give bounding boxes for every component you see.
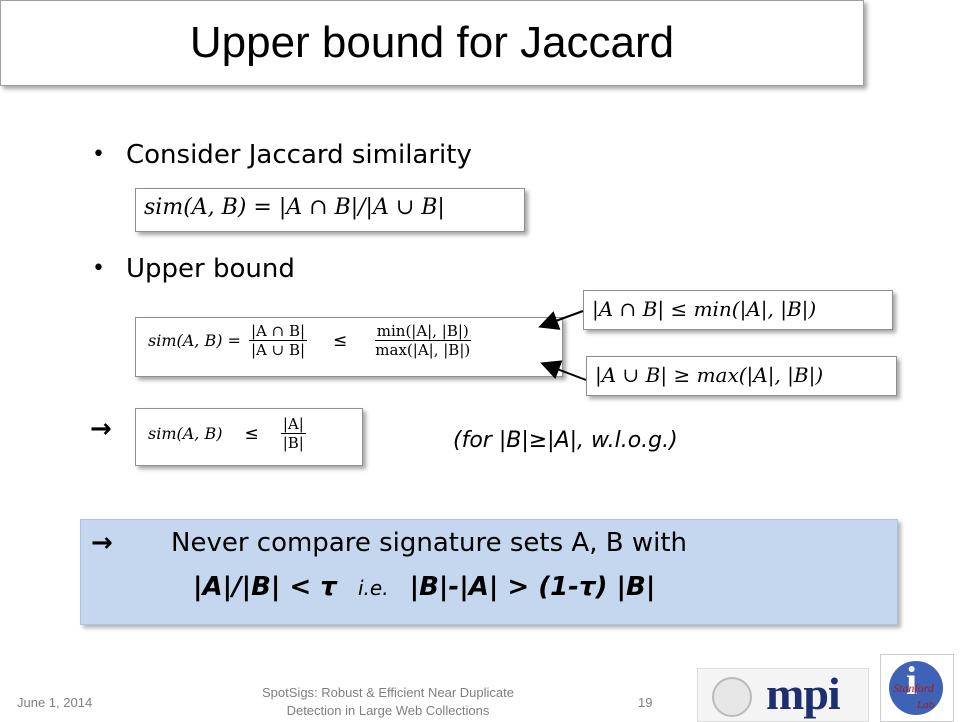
callout-difference: |B|-|A| > (1-τ) |B| [409, 572, 656, 602]
footer-caption-line-2: Detection in Large Web Collections [286, 703, 490, 718]
result-formula-box: sim(A, B) ≤ |A| |B| [135, 408, 363, 466]
bullet-consider: Consider Jaccard similarity [126, 140, 472, 170]
conclusion-callout: → Never compare signature sets A, B with… [80, 519, 898, 625]
upper-bound-formula: sim(A, B) = |A ∩ B| |A ∪ B| ≤ min(|A|, |… [148, 322, 472, 359]
bullet-dot-2: • [92, 256, 105, 281]
stanford-logo-text: Stanford [893, 681, 934, 695]
result-fraction: |A| |B| [280, 415, 306, 452]
bound-frac2-den: max(|A|, |B|) [375, 341, 471, 359]
footer-caption-line-1: SpotSigs: Robust & Efficient Near Duplic… [262, 685, 514, 700]
result-note: (for |B|≥|A|, w.l.o.g.) [453, 428, 678, 453]
slide-title-box: Upper bound for Jaccard [0, 0, 864, 86]
jaccard-formula-box: sim(A, B) = |A ∩ B|/|A ∪ B| [135, 188, 525, 232]
bound-fraction-2: min(|A|, |B|) max(|A|, |B|) [373, 322, 472, 359]
bullet-dot-1: • [92, 142, 105, 167]
page-number: 19 [638, 695, 653, 710]
implies-arrow-icon: → [90, 414, 112, 444]
stanford-infolab-logo: i Stanford Lab [880, 654, 954, 722]
infolab-logo-text: Lab [917, 699, 935, 711]
result-rel: ≤ [244, 423, 259, 444]
callout-line-2: |A|/|B| < τ i.e. |B|-|A| > (1-τ) |B| [193, 572, 655, 602]
bound-fraction-1: |A ∩ B| |A ∪ B| [248, 322, 308, 359]
side-formula-box-1: |A ∩ B| ≤ min(|A|, |B|) [583, 290, 893, 330]
bullet-upper-bound: Upper bound [126, 254, 295, 284]
mpi-logo: mpi [697, 668, 869, 722]
callout-arrow-icon: → [91, 528, 113, 558]
arrow-to-max-bound [540, 360, 587, 381]
result-frac-num: |A| [280, 415, 306, 434]
footer-date: June 1, 2014 [17, 695, 93, 710]
slide-title: Upper bound for Jaccard [189, 18, 675, 67]
bound-frac1-num: |A ∩ B| [248, 322, 308, 341]
connector-arrows [538, 310, 587, 381]
mpi-seal-icon [712, 677, 752, 717]
side-formula-2: |A ∪ B| ≥ max(|A|, |B|) [595, 363, 824, 387]
side-formula-box-2: |A ∪ B| ≥ max(|A|, |B|) [586, 356, 897, 396]
side-formula-1: |A ∩ B| ≤ min(|A|, |B|) [592, 297, 817, 321]
callout-ie: i.e. [357, 576, 389, 600]
result-frac-den: |B| [282, 434, 304, 452]
result-lhs: sim(A, B) [148, 424, 223, 443]
result-formula: sim(A, B) ≤ |A| |B| [148, 415, 306, 452]
bound-frac2-num: min(|A|, |B|) [374, 322, 471, 341]
footer-caption: SpotSigs: Robust & Efficient Near Duplic… [238, 684, 538, 720]
bound-lhs: sim(A, B) = [148, 331, 241, 350]
callout-ratio: |A|/|B| < τ [193, 572, 337, 602]
infolab-circle-icon [889, 661, 943, 715]
callout-line-1: Never compare signature sets A, B with [171, 528, 687, 558]
mpi-logo-text: mpi [766, 668, 841, 719]
bound-frac1-den: |A ∪ B| [250, 341, 306, 359]
bound-rel: ≤ [333, 330, 348, 351]
infolab-i-glyph: i [906, 658, 918, 703]
upper-bound-formula-box: sim(A, B) = |A ∩ B| |A ∪ B| ≤ min(|A|, |… [135, 317, 563, 377]
arrow-to-min-bound [538, 310, 584, 330]
jaccard-formula: sim(A, B) = |A ∩ B|/|A ∪ B| [144, 195, 445, 220]
